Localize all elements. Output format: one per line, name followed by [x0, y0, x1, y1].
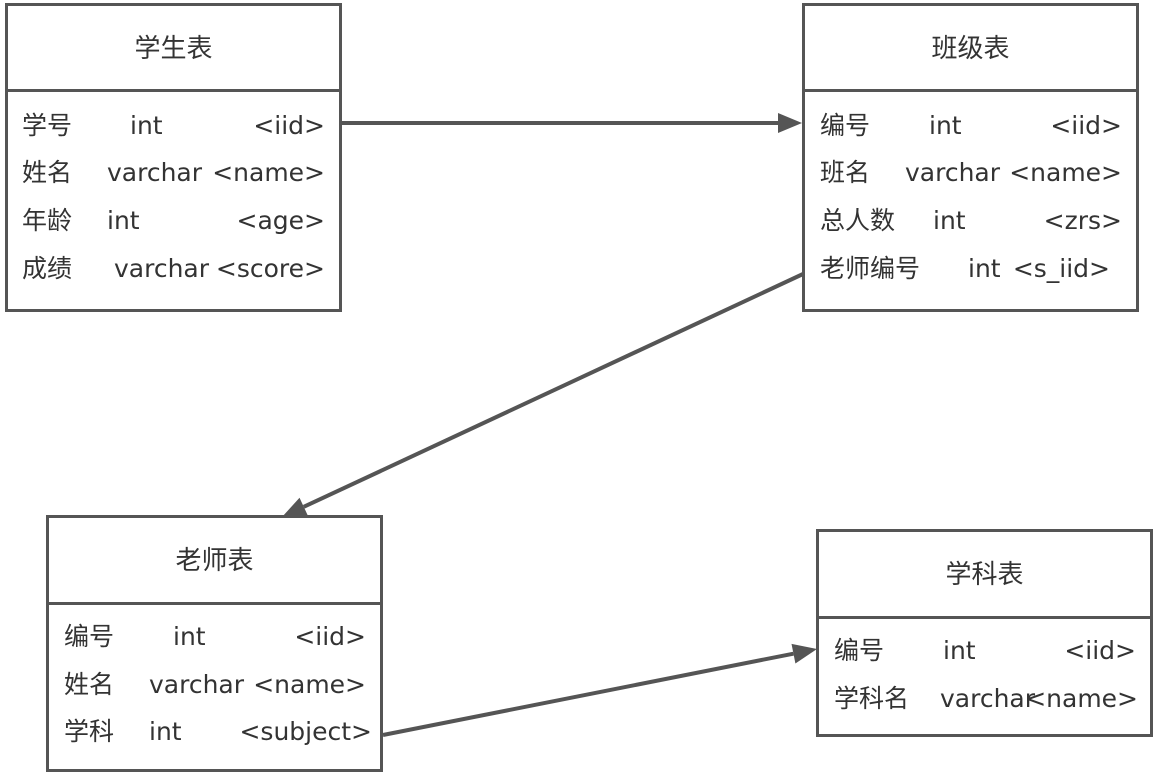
field-row: 学科名 varchar <name> — [819, 679, 1150, 719]
field-name: 学号 — [22, 111, 73, 140]
field-name: 老师编号 — [820, 254, 921, 283]
field-row: 年龄 int <age> — [8, 201, 339, 241]
entity-teacher-table[interactable]: 老师表 编号 int <iid> 姓名 varchar <name> 学科 in… — [46, 515, 383, 772]
relation-teacher-subject-line — [382, 651, 794, 737]
relation-teacher-subject-arrowhead — [791, 643, 817, 664]
field-key: <name> — [1009, 158, 1122, 187]
field-key: <iid> — [294, 622, 366, 651]
entity-title: 老师表 — [49, 518, 380, 605]
field-name: 学科名 — [834, 684, 910, 713]
field-type: int — [929, 111, 962, 140]
field-key: <name> — [253, 670, 366, 699]
field-type: int — [149, 717, 182, 746]
field-type: varchar — [940, 684, 1036, 713]
field-key: <iid> — [1050, 111, 1122, 140]
field-name: 姓名 — [22, 158, 73, 187]
field-name: 编号 — [834, 636, 885, 665]
field-row: 姓名 varchar <name> — [49, 665, 380, 705]
field-key: <subject> — [239, 717, 372, 746]
field-row: 编号 int <iid> — [805, 106, 1136, 146]
field-type: varchar — [107, 158, 203, 187]
field-row: 学科 int <subject> — [49, 712, 380, 752]
field-name: 成绩 — [22, 254, 73, 283]
field-name: 编号 — [64, 622, 115, 651]
field-type: int — [943, 636, 976, 665]
field-type: varchar — [905, 158, 1001, 187]
field-row: 老师编号 int <s_iid> — [805, 249, 1136, 289]
entity-title: 班级表 — [805, 6, 1136, 92]
field-type: int — [173, 622, 206, 651]
field-key: <zrs> — [1043, 206, 1122, 235]
entity-class-table[interactable]: 班级表 编号 int <iid> 班名 varchar <name> 总人数 i… — [802, 3, 1139, 312]
field-type: int — [130, 111, 163, 140]
field-key: <score> — [215, 254, 325, 283]
relation-class-teacher-line — [302, 272, 804, 509]
field-key: <iid> — [1064, 636, 1136, 665]
relation-student-class-arrowhead — [778, 113, 802, 133]
field-row: 编号 int <iid> — [819, 631, 1150, 671]
field-type: varchar — [149, 670, 245, 699]
field-name: 学科 — [64, 717, 115, 746]
entity-student-table[interactable]: 学生表 学号 int <iid> 姓名 varchar <name> 年龄 in… — [5, 3, 342, 312]
field-name: 年龄 — [22, 206, 73, 235]
relation-class-teacher-arrowhead — [282, 497, 308, 517]
field-name: 编号 — [820, 111, 871, 140]
field-type: varchar — [114, 254, 210, 283]
field-name: 姓名 — [64, 670, 115, 699]
entity-subject-table[interactable]: 学科表 编号 int <iid> 学科名 varchar <name> — [816, 529, 1153, 737]
field-row: 成绩 varchar <score> — [8, 249, 339, 289]
field-row: 编号 int <iid> — [49, 617, 380, 657]
field-key: <name> — [212, 158, 325, 187]
field-name: 班名 — [820, 158, 871, 187]
entity-title: 学生表 — [8, 6, 339, 92]
field-row: 姓名 varchar <name> — [8, 153, 339, 193]
field-key: <iid> — [253, 111, 325, 140]
field-key: <name> — [1025, 684, 1138, 713]
field-row: 班名 varchar <name> — [805, 153, 1136, 193]
field-row: 总人数 int <zrs> — [805, 201, 1136, 241]
field-name: 总人数 — [820, 206, 896, 235]
field-type: int — [968, 254, 1001, 283]
field-key: <age> — [236, 206, 325, 235]
field-key: <s_iid> — [1012, 254, 1110, 283]
field-type: int — [933, 206, 966, 235]
field-row: 学号 int <iid> — [8, 106, 339, 146]
entity-title: 学科表 — [819, 532, 1150, 619]
field-type: int — [107, 206, 140, 235]
